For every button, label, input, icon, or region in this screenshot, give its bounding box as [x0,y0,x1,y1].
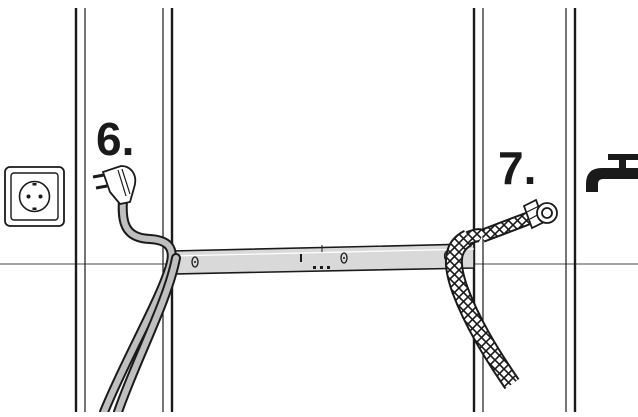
mounting-rail [171,243,475,275]
left-cabinet-wall [74,8,86,412]
hose-coupling-icon [522,198,558,230]
water-tap-icon [586,154,638,192]
power-plug-icon [92,165,137,205]
water-hose [444,210,535,390]
power-cable [99,185,181,417]
right-cabinet-wall [565,8,577,412]
appliance-left-side [162,8,174,412]
step-6-label: 6. [96,113,135,165]
step-7-label: 7. [498,142,537,194]
wall-socket-icon [4,166,65,227]
